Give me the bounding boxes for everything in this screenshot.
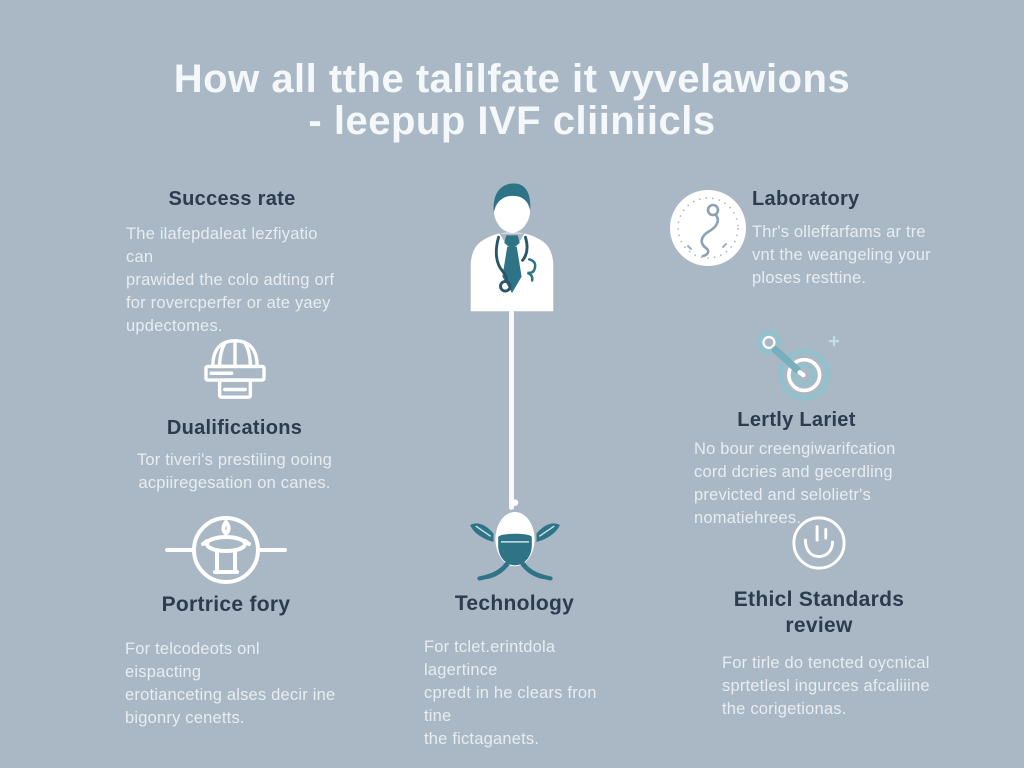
success-rate-body: The ilafepdaleat lezfiyatio can prawided…: [126, 225, 335, 335]
success-rate-heading: Success rate: [168, 188, 296, 210]
section-lertly-lariet: Lertly Lariet No bour creengiwarifcation…: [694, 328, 899, 530]
page-title: How all tthe talilfate it vyvelawions - …: [0, 58, 1024, 142]
lertly-lariet-body: No bour creengiwarifcation cord dcries a…: [694, 440, 896, 527]
section-laboratory: Laboratory Thr's olleffarfams ar tre vnt…: [752, 188, 942, 290]
portrice-fory-body: For telcodeots onl eispacting erotiancet…: [125, 640, 336, 727]
graduation-cap-icon: [189, 334, 281, 404]
portrice-fory-heading: Portrice fory: [161, 593, 291, 616]
lertly-lariet-heading: Lertly Lariet: [737, 409, 856, 431]
doctor-icon: [464, 176, 560, 312]
burner-cup-icon: [165, 510, 287, 586]
section-ethics: Ethicl Standards review For tirle do ten…: [700, 514, 938, 721]
section-qualifications: Dualifications Tor tiveri's prestiling o…: [122, 334, 347, 495]
ethics-body: For tirle do tencted oycnical sprtetlesl…: [722, 654, 930, 718]
qualifications-heading: Dualifications: [166, 417, 303, 439]
title-line-2: - leepup IVF cliiniicls: [308, 99, 716, 143]
laboratory-body: Thr's olleffarfams ar tre vnt the weange…: [752, 223, 931, 287]
vertical-connector-line: [509, 310, 514, 510]
title-line-1: How all tthe talilfate it vyvelawions: [173, 57, 851, 101]
section-success-rate: Success rate The ilafepdaleat lezfiyatio…: [126, 188, 338, 338]
laboratory-heading: Laboratory: [752, 188, 860, 210]
section-portrice-fory: Portrice fory For telcodeots onl eispact…: [115, 510, 337, 730]
qualifications-body: Tor tiveri's prestiling ooing acpiireges…: [136, 451, 333, 492]
egg-needle-icon: [747, 328, 847, 404]
laboratory-seal-icon: [668, 188, 748, 268]
smile-circle-icon: [790, 514, 848, 572]
technology-heading: Technology: [454, 592, 575, 615]
section-technology: Technology For tclet.erintdola lagertinc…: [412, 498, 617, 751]
ethics-heading: Ethicl Standards review: [733, 588, 905, 637]
embryo-scope-icon: [459, 498, 571, 584]
technology-body: For tclet.erintdola lagertince cpredt in…: [424, 638, 597, 748]
